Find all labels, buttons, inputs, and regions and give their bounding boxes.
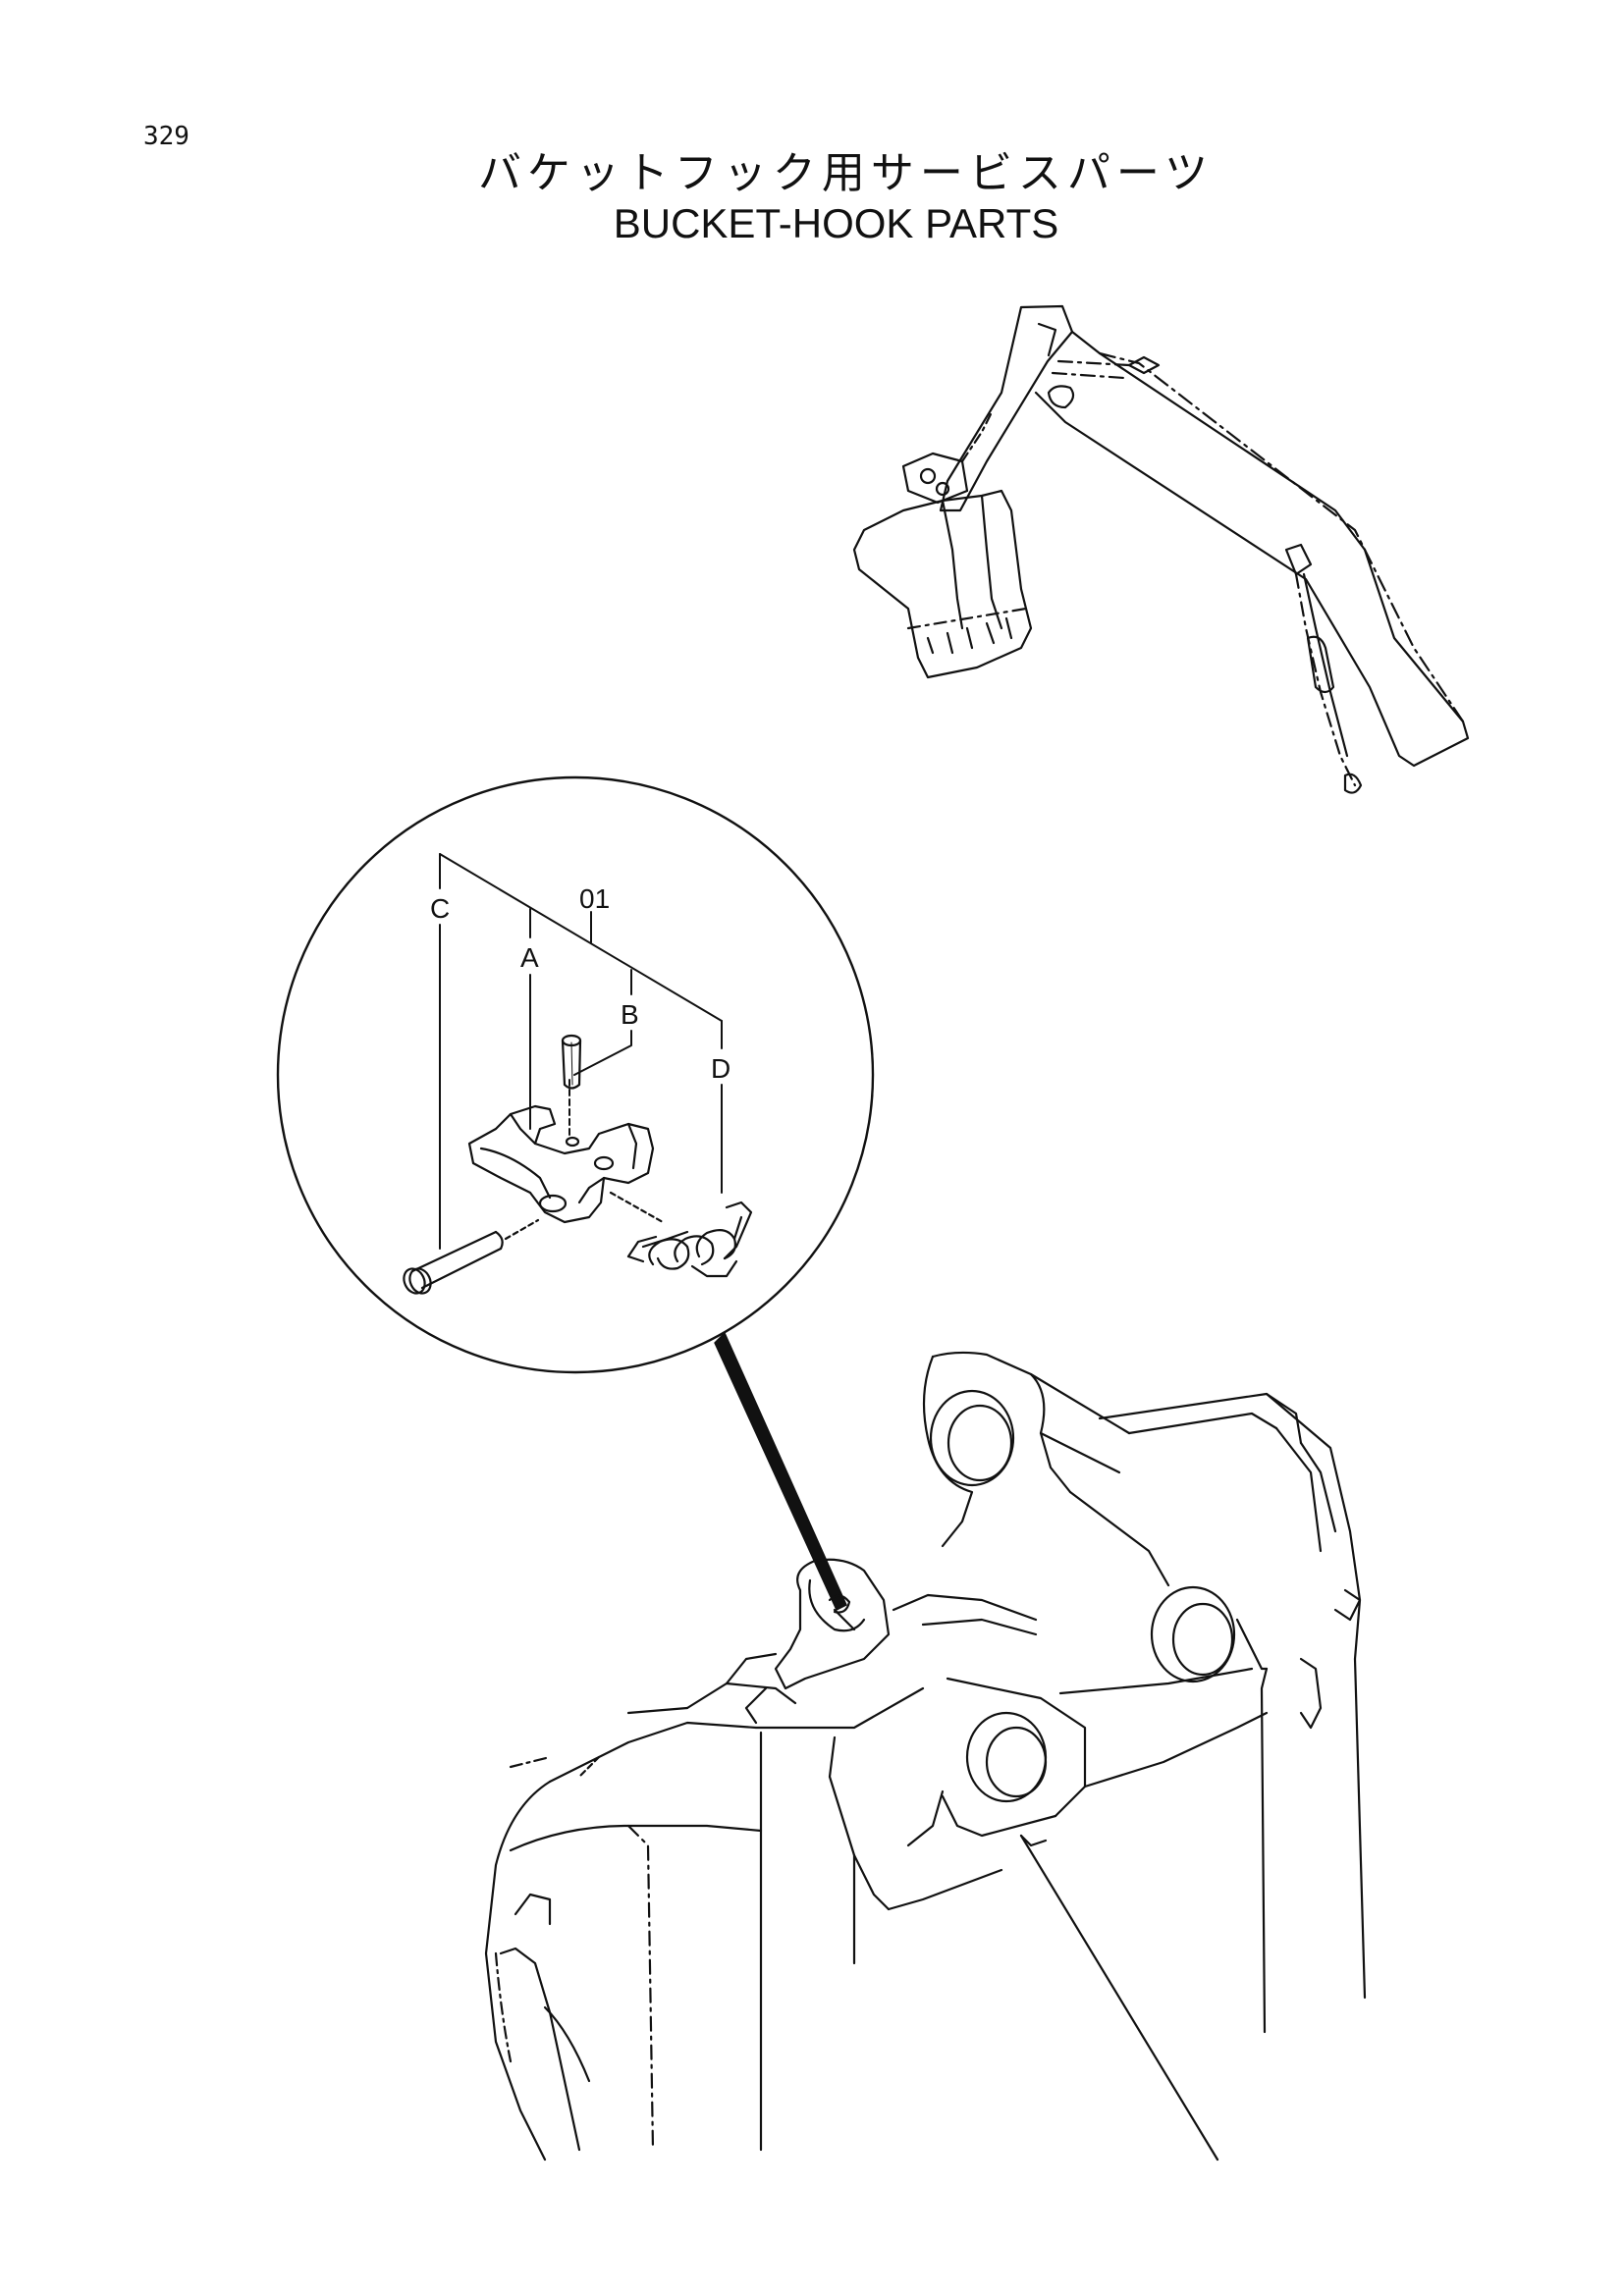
small-pin-part — [561, 1034, 582, 1090]
callout-labels: 01 C A B D — [430, 883, 730, 1084]
page-title-japanese: バケットフック用サービスパーツ — [477, 148, 1215, 198]
bucket-closeup-illustration — [484, 1351, 1367, 2162]
callout-label-a: A — [520, 942, 539, 973]
long-pin-part — [403, 1218, 540, 1295]
callout-label-d: D — [711, 1053, 730, 1084]
page-number: 329 — [143, 122, 189, 151]
callout-label-b: B — [621, 999, 639, 1030]
page-title-english: BUCKET-HOOK PARTS — [613, 200, 1059, 246]
callout-label-01: 01 — [579, 883, 610, 914]
excavator-overview-illustration — [852, 304, 1470, 794]
hook-body-part — [467, 1104, 655, 1224]
callout-leader-lines — [439, 853, 723, 1250]
callout-label-c: C — [430, 893, 450, 924]
detail-circle-callout — [276, 775, 875, 1611]
spring-part — [609, 1191, 753, 1278]
hook-parts-exploded-view — [403, 1034, 753, 1295]
